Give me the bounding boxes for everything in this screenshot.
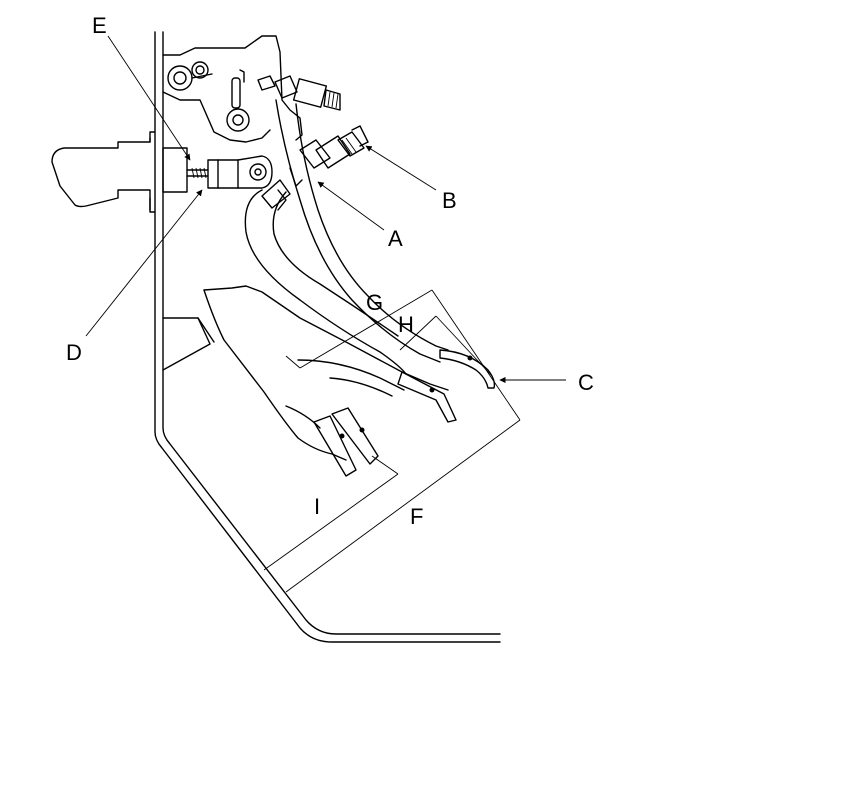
pedal-bracket (162, 35, 303, 143)
label-f: F (410, 504, 423, 529)
label-d: D (66, 340, 82, 365)
pedal-arms (244, 99, 449, 375)
label-i: I (314, 494, 320, 519)
label-h: H (398, 312, 414, 337)
upper-switch (257, 75, 341, 111)
label-e: E (92, 13, 107, 38)
switch-b (299, 125, 369, 169)
leader-lines (85, 35, 566, 384)
booster-body (51, 131, 209, 213)
label-c: C (578, 370, 594, 395)
label-g: G (366, 290, 383, 315)
label-a: A (388, 226, 403, 251)
pedal-pads (313, 349, 496, 477)
dimension-lines (263, 289, 521, 593)
dash-panel (154, 31, 501, 643)
driver-foot-outline (162, 285, 449, 461)
pushrod-clevis (207, 155, 273, 189)
label-b: B (442, 188, 457, 213)
